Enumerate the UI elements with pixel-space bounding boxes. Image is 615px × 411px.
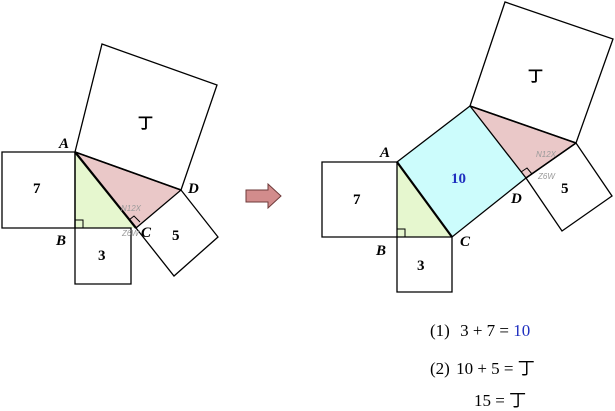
left-square-7-label: 7 <box>33 181 41 197</box>
left-square-ding-label: 丁 <box>138 116 153 132</box>
right-right-angle-b <box>397 228 406 237</box>
left-square-3 <box>74 227 132 285</box>
right-label-c: C <box>460 234 471 250</box>
equation-3-rhs: 丁 <box>509 391 527 410</box>
left-square-5-label: 5 <box>172 228 180 244</box>
right-square-5-label: 5 <box>561 181 569 197</box>
left-watermark-2: Z6W <box>121 229 140 238</box>
left-square-3-label: 3 <box>98 248 106 264</box>
left-pink-triangle <box>75 152 181 228</box>
equation-3: 15 = 丁 <box>474 386 526 411</box>
equation-2-lhs: 10 + 5 = <box>456 359 514 378</box>
right-edge-d5 <box>525 142 577 179</box>
left-right-angle-b <box>75 219 84 228</box>
equation-1-number: (1) <box>430 321 450 340</box>
left-label-a: A <box>58 136 69 152</box>
equation-1-lhs: 3 + 7 = <box>460 321 510 340</box>
left-label-b: B <box>55 233 66 249</box>
right-square-10-label: 10 <box>451 171 466 187</box>
left-right-angle-c <box>128 215 141 223</box>
left-label-c: C <box>141 225 152 241</box>
right-square-3-label: 3 <box>417 258 425 274</box>
left-square-5 <box>135 189 219 277</box>
equation-1: (1) 3 + 7 = 10 <box>430 321 530 341</box>
right-pink-triangle <box>470 106 576 178</box>
equation-1-rhs: 10 <box>513 321 531 340</box>
right-watermark-2: Z6W <box>537 172 556 181</box>
right-label-a: A <box>379 145 390 161</box>
right-square-7-label: 7 <box>353 192 361 208</box>
equation-3-lhs: 15 = <box>474 391 505 410</box>
left-figure: N12X Z6W A B C D 7 3 5 丁 <box>1 43 219 285</box>
left-watermark-1: N12X <box>121 204 142 213</box>
left-hyp-ac <box>74 151 137 229</box>
right-right-angle-d <box>520 167 533 175</box>
right-square-3 <box>396 236 453 293</box>
equation-2: (2) 10 + 5 = 丁 <box>430 354 535 379</box>
right-figure: N12X Z6W A B C D 7 3 5 丁 10 <box>321 1 614 293</box>
equation-2-number: (2) <box>430 359 450 378</box>
right-edge-top <box>469 105 577 144</box>
equation-2-rhs: 丁 <box>517 359 535 378</box>
right-label-d: D <box>510 191 522 207</box>
right-square-ding-label: 丁 <box>528 69 543 85</box>
transform-arrow <box>245 182 282 210</box>
left-label-d: D <box>187 181 199 197</box>
right-label-b: B <box>375 243 386 259</box>
left-edge-ad <box>74 151 182 191</box>
right-watermark-1: N12X <box>536 150 557 159</box>
right-hyp-ac <box>396 161 453 238</box>
